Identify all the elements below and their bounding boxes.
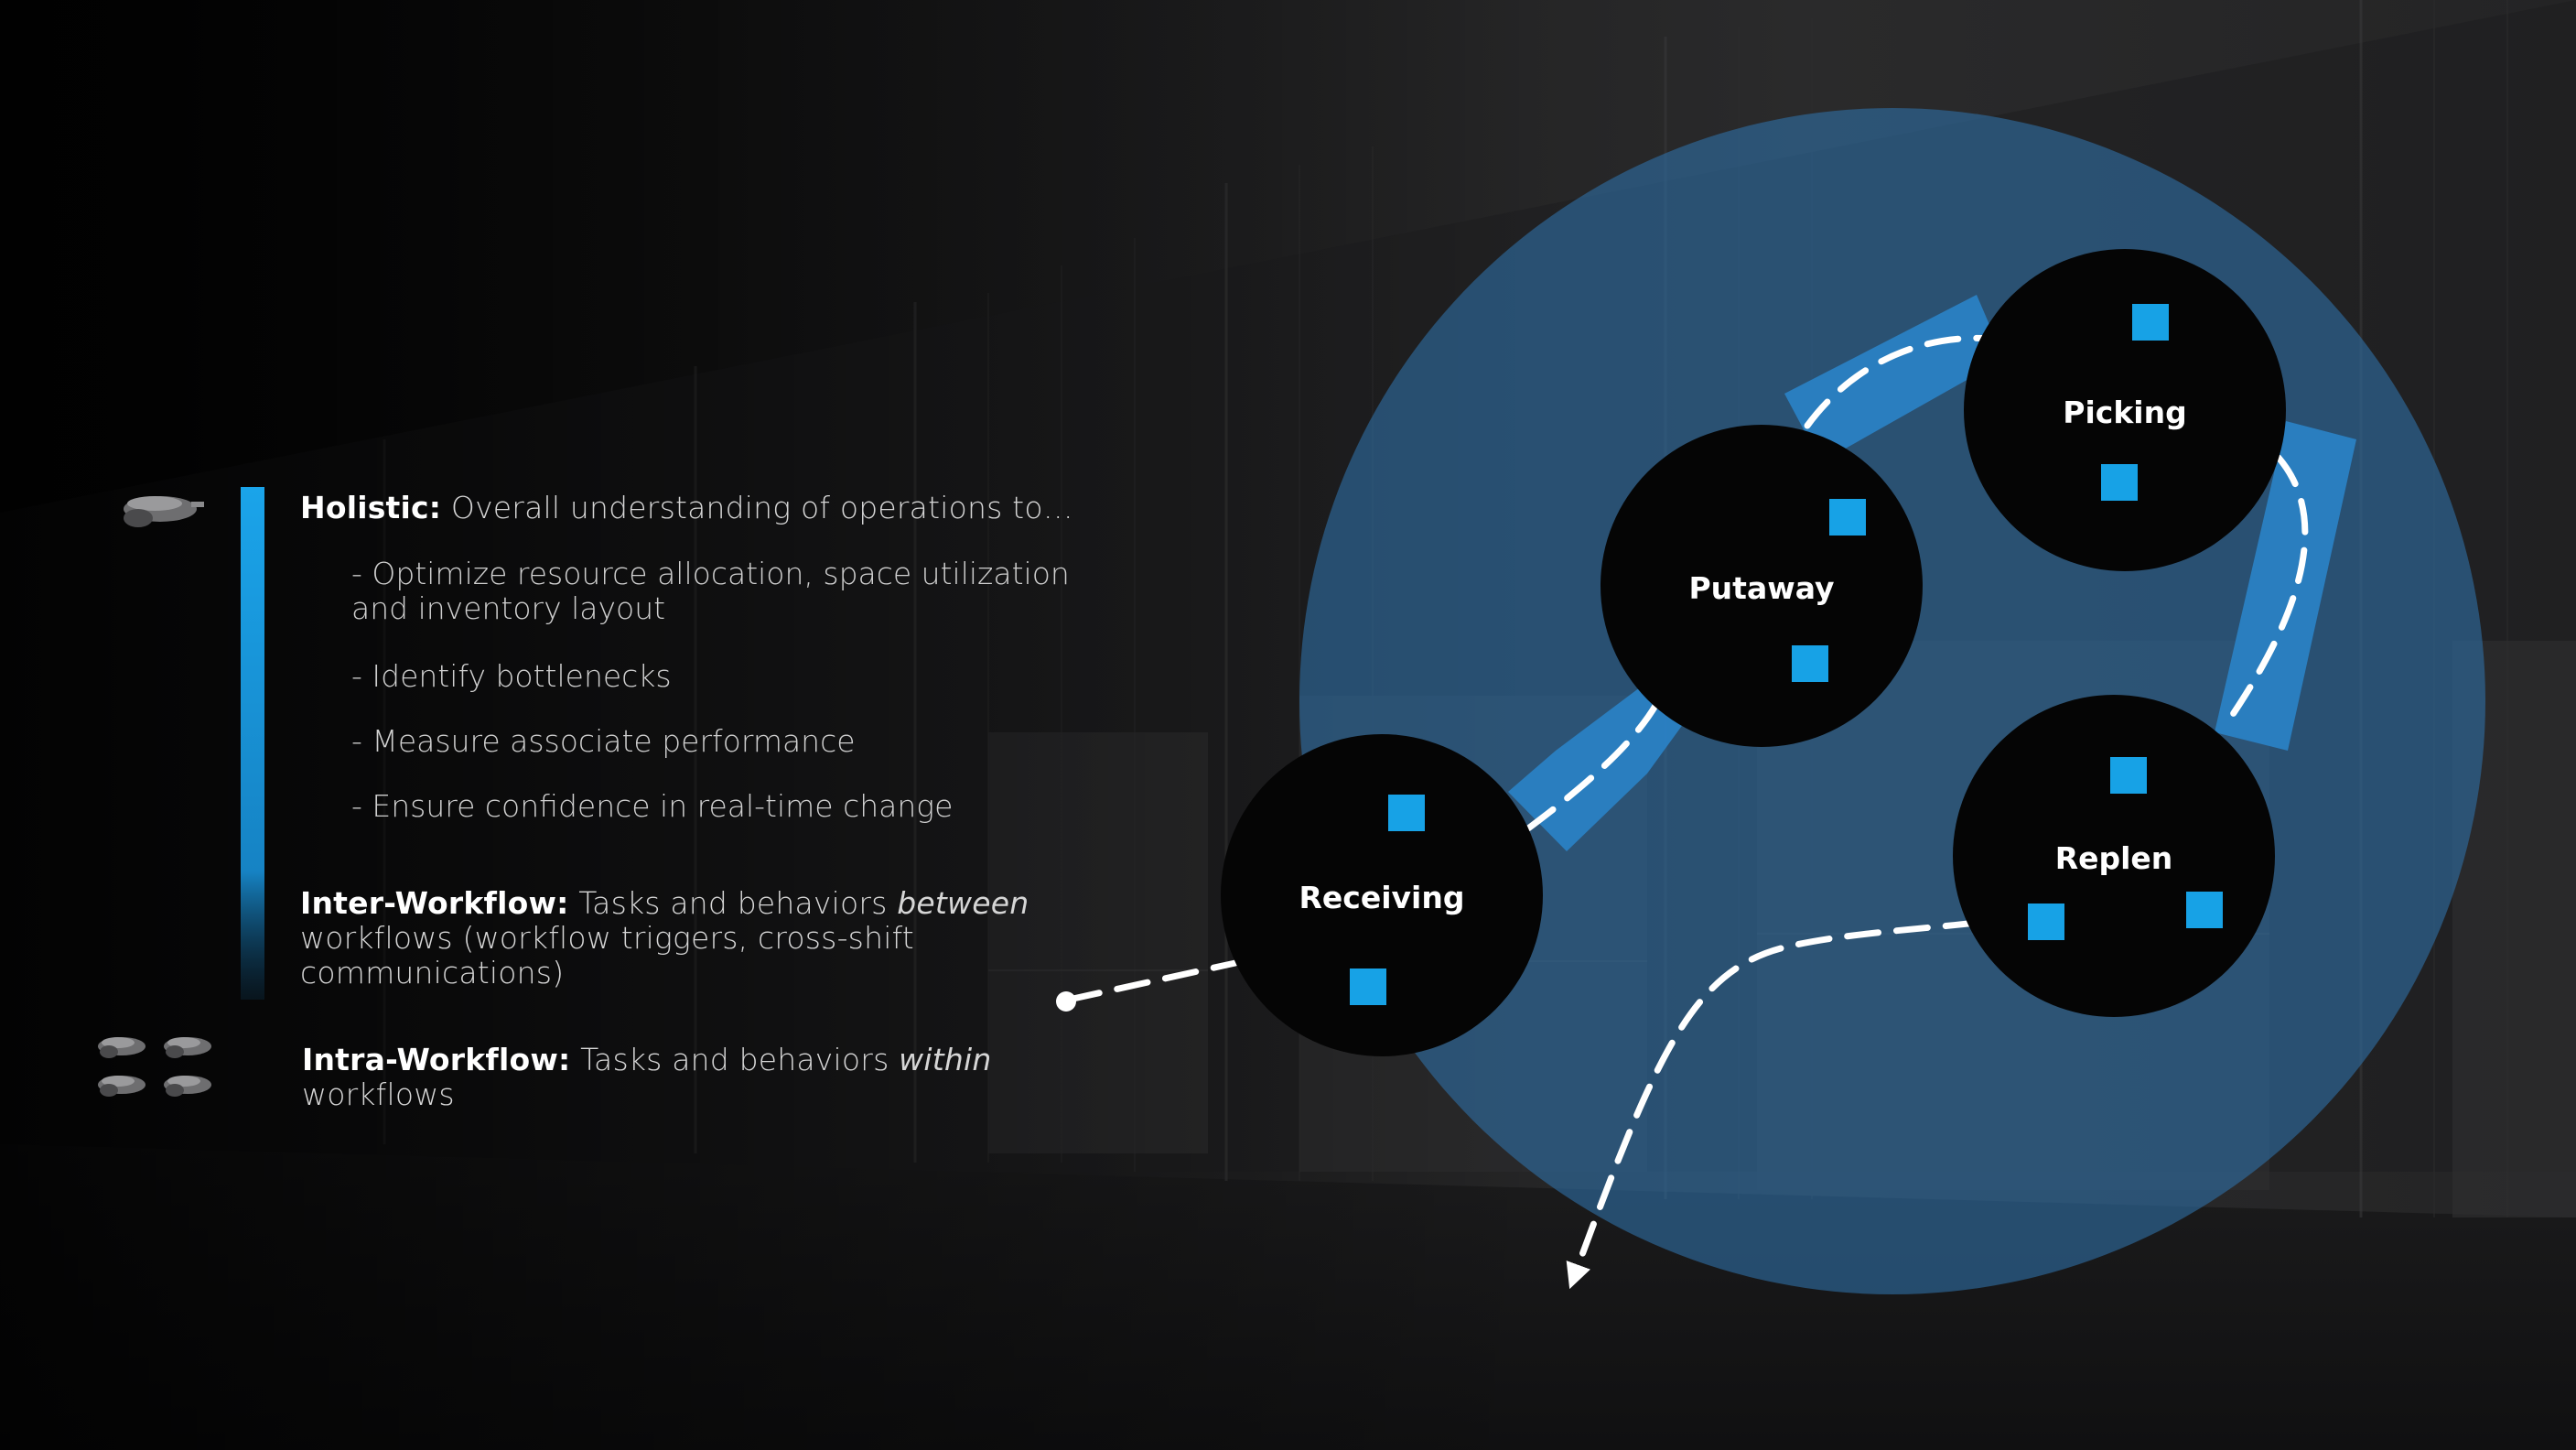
task-square: [2028, 904, 2064, 940]
node-label-receiving: Receiving: [1299, 880, 1465, 915]
node-receiving: Receiving: [1221, 734, 1543, 1056]
intra-workflow-description: Intra-Workflow: Tasks and behaviors with…: [302, 1043, 1089, 1112]
node-label-picking: Picking: [2063, 395, 2186, 430]
flow-replen-to-exit: [1566, 919, 1980, 1290]
flow-receiving-to-putaway: [1525, 692, 1665, 832]
holistic-bullet: - Measure associate performance: [351, 723, 856, 759]
accent-bar: [241, 487, 264, 1000]
flow-start-dot: [1056, 991, 1076, 1012]
inter-workflow-text: Tasks and behaviors: [568, 885, 898, 921]
holistic-label: Holistic:: [300, 490, 442, 525]
holistic-bullet: - Ensure confidence in real-time change: [351, 788, 954, 824]
task-square: [2101, 464, 2138, 501]
task-square: [2110, 757, 2147, 794]
holistic-heading: Holistic: Overall understanding of opera…: [300, 491, 1087, 525]
intra-workflow-label: Intra-Workflow:: [302, 1042, 571, 1077]
band-putaway-picking: [1784, 295, 2004, 462]
task-square: [1792, 645, 1828, 682]
holistic-bullet: - Optimize resource allocation, space ut…: [351, 556, 1070, 626]
holistic-circle: [1299, 108, 2485, 1294]
inter-workflow-description: Inter-Workflow: Tasks and behaviors betw…: [300, 886, 1087, 990]
holistic-bullet: - Identify bottlenecks: [351, 658, 672, 694]
drone-icon: [124, 496, 204, 527]
intra-workflow-text-end: workflows: [302, 1077, 455, 1112]
band-picking-replen: [2215, 421, 2356, 751]
task-square: [1829, 499, 1866, 536]
holistic-text: Overall understanding of operations to…: [441, 490, 1073, 525]
drone-group-icon: [98, 1037, 211, 1097]
node-label-putaway: Putaway: [1689, 570, 1835, 606]
node-putaway: Putaway: [1601, 425, 1923, 747]
inter-workflow-label: Inter-Workflow:: [300, 885, 569, 921]
node-replen: Replen: [1953, 695, 2275, 1017]
flow-picking-to-replen: [2220, 454, 2309, 731]
task-square: [1388, 795, 1425, 831]
flow-putaway-to-picking: [1804, 334, 1994, 429]
task-square: [2186, 892, 2223, 928]
task-square: [2132, 304, 2169, 341]
intra-workflow-emphasis: within: [899, 1042, 992, 1077]
node-label-replen: Replen: [2055, 840, 2173, 876]
intra-workflow-text: Tasks and behaviors: [570, 1042, 900, 1077]
flow-path: [1065, 334, 2309, 1290]
flow-start-to-receiving: [1065, 959, 1239, 1003]
node-picking: Picking: [1964, 249, 2286, 571]
inter-workflow-text-end: workflows (workflow triggers, cross-shif…: [300, 920, 914, 990]
task-square: [1350, 968, 1386, 1005]
inter-workflow-emphasis: between: [897, 885, 1029, 921]
